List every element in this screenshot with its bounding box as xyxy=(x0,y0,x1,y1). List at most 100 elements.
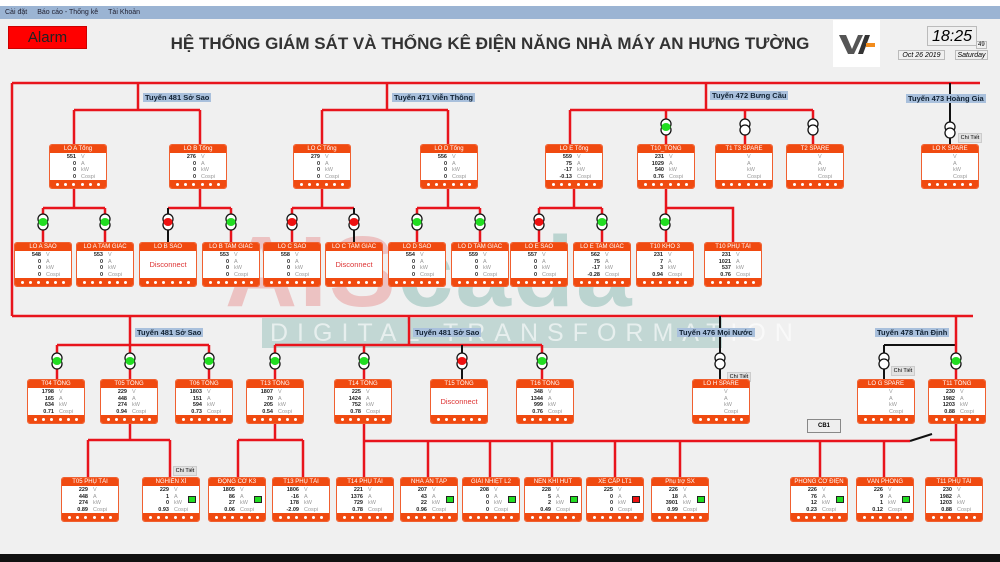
reading-unit: Cospi xyxy=(605,271,620,278)
reading-value: 230 xyxy=(945,389,955,395)
breaker-transformer-icon[interactable] xyxy=(714,351,726,371)
reading-value: 0.78 xyxy=(352,506,363,513)
breaker-closed-icon[interactable] xyxy=(536,351,548,371)
reading-value: 1807 xyxy=(260,389,273,395)
breaker-open-icon[interactable] xyxy=(348,212,360,232)
breaker-transformer-icon[interactable] xyxy=(878,351,890,371)
detail-button[interactable]: Chi Tiết xyxy=(173,466,197,476)
breaker-closed-icon[interactable] xyxy=(124,351,136,371)
alarm-button[interactable]: Alarm xyxy=(8,26,87,49)
breaker-closed-icon[interactable] xyxy=(950,351,962,371)
breaker-closed-icon[interactable] xyxy=(358,351,370,371)
menu-settings[interactable]: Cài đặt xyxy=(5,9,28,16)
reading-unit: kW xyxy=(577,167,585,173)
reading-unit: Cospi xyxy=(669,173,684,180)
breaker-closed-icon[interactable] xyxy=(411,212,423,232)
reading-unit: kW xyxy=(278,402,286,408)
menu-reports[interactable]: Báo cáo - Thống kê xyxy=(37,9,99,16)
breaker-open-icon[interactable] xyxy=(162,212,174,232)
cb1-button[interactable]: CB1 xyxy=(807,419,841,433)
breaker-closed-icon[interactable] xyxy=(596,212,608,232)
detail-button[interactable]: Chi Tiết xyxy=(891,366,915,376)
reading-value: 0 xyxy=(286,271,290,278)
status-indicator xyxy=(632,496,640,503)
breaker-closed-icon[interactable] xyxy=(269,351,281,371)
breaker-closed-icon[interactable] xyxy=(203,351,215,371)
breaker-transformer-icon[interactable] xyxy=(807,117,819,137)
breaker-closed-icon[interactable] xyxy=(51,351,63,371)
breaker-open-icon[interactable] xyxy=(456,351,468,371)
reading-value: 0 xyxy=(72,160,76,167)
breaker-transformer-icon[interactable] xyxy=(739,117,751,137)
breaker-closed-icon[interactable] xyxy=(660,117,672,137)
reading-unit: V xyxy=(46,252,50,258)
breaker-closed-icon[interactable] xyxy=(99,212,111,232)
breaker-transformer-icon[interactable] xyxy=(944,120,956,140)
breaker-closed-icon[interactable] xyxy=(474,212,486,232)
breaker-open-icon[interactable] xyxy=(533,212,545,232)
breaker-closed-icon[interactable] xyxy=(659,212,671,232)
detail-button[interactable]: Chi Tiết xyxy=(958,133,982,143)
breaker-closed-icon[interactable] xyxy=(37,212,49,232)
reading-unit: kW xyxy=(81,167,89,173)
menu-account[interactable]: Tài Khoản xyxy=(108,9,141,16)
breaker-open-icon[interactable] xyxy=(286,212,298,232)
reading-value: 634 xyxy=(44,402,54,408)
meter-title: LÔ C Tổng xyxy=(294,145,350,153)
breaker-closed-icon[interactable] xyxy=(225,212,237,232)
reading-value: 448 xyxy=(78,493,88,500)
status-indicator xyxy=(697,496,705,503)
